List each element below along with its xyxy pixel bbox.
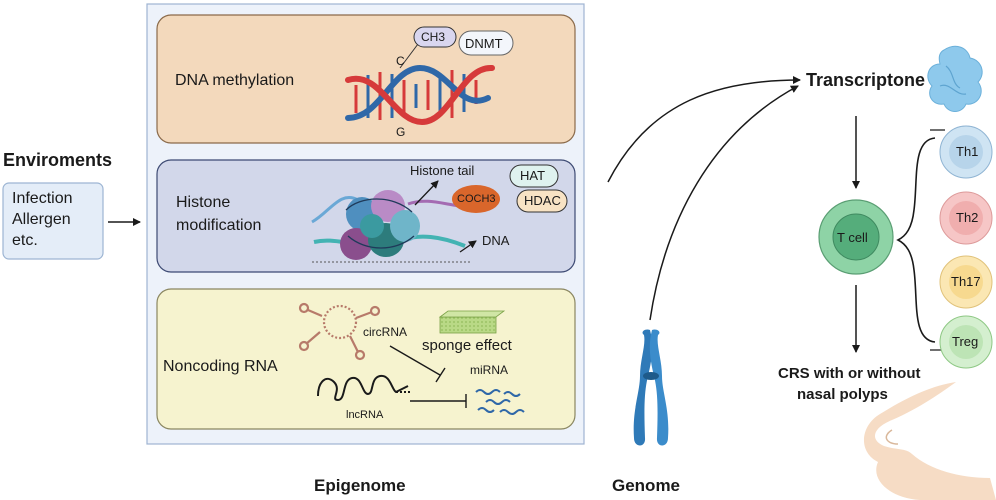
th17-cell (939, 255, 993, 309)
dna-arrow (459, 240, 477, 253)
chromosome-icon (633, 329, 669, 446)
circrna-icon (298, 302, 381, 361)
histone-title-line2: modification (176, 217, 262, 234)
th1-label: Th1 (956, 144, 979, 159)
dna-helix-icon (345, 64, 495, 126)
dna-methylation-title: DNA methylation (175, 72, 295, 89)
ch3-label: CH3 (421, 30, 446, 44)
coch3-blob (452, 185, 500, 213)
lncrna-label: lncRNA (346, 409, 384, 421)
nose-icon (863, 382, 996, 500)
genome-label: Genome (612, 476, 681, 495)
inhibit-lncrna-mirna (410, 394, 467, 408)
tcell-label: T cell (837, 230, 868, 245)
sponge-effect-label: sponge effect (422, 337, 512, 354)
mirna-label: miRNA (470, 363, 508, 377)
noncoding-rna-title: Noncoding RNA (163, 358, 278, 375)
hdac-pill (516, 189, 568, 213)
histone-title-line1: Histone (176, 194, 231, 211)
arrow-epigenome-to-transcriptome (607, 76, 801, 183)
environment-item-infection: Infection (12, 190, 73, 207)
nucleosome-icon (311, 190, 495, 263)
outcome-line2: nasal polyps (797, 386, 888, 403)
sponge-icon (438, 310, 506, 334)
th2-cell (939, 191, 993, 245)
treg-label: Treg (952, 334, 979, 349)
dna-label: DNA (482, 233, 510, 248)
arrow-genome-to-transcriptome (649, 85, 799, 321)
histone-tail-arrow (414, 180, 439, 206)
circrna-label: circRNA (363, 325, 407, 339)
lncrna-icon (317, 374, 412, 402)
outcome-line1: CRS with or without (778, 365, 921, 382)
base-c-label: C (396, 54, 405, 68)
treg-cell (939, 315, 993, 369)
environment-item-etc: etc. (12, 232, 38, 249)
dnmt-pill (458, 30, 514, 56)
th2-label: Th2 (956, 210, 979, 225)
hat-pill (509, 164, 559, 188)
ch3-connector (399, 43, 419, 69)
environments-title: Enviroments (3, 150, 113, 170)
mirna-icon (475, 389, 525, 415)
transcriptome-cluster-icon (927, 45, 983, 112)
coch3-label: COCH3 (457, 193, 496, 205)
transcriptome-label: Transcriptone (806, 70, 926, 90)
epigenome-label: Epigenome (314, 476, 406, 495)
th17-label: Th17 (951, 274, 981, 289)
ch3-pill (413, 26, 457, 48)
tcell-nucleus (832, 213, 880, 261)
hdac-label: HDAC (524, 193, 561, 208)
hat-label: HAT (520, 168, 546, 183)
environment-item-allergen: Allergen (12, 211, 71, 228)
brace (896, 137, 936, 343)
histone-tail-label: Histone tail (410, 163, 475, 178)
th1-cell (939, 125, 993, 179)
base-g-label: G (396, 125, 406, 139)
inhibit-circrna-mirna (389, 345, 446, 383)
environments-box (2, 182, 104, 260)
dnmt-label: DNMT (465, 36, 503, 51)
